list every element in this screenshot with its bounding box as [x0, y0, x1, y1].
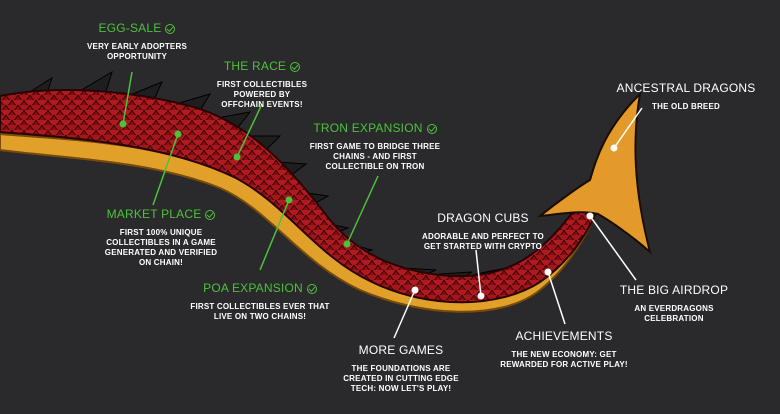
milestone-desc-line: GET STARTED WITH CRYPTO [423, 242, 543, 251]
milestone-desc-line: ADORABLE AND PERFECT TO [422, 232, 544, 241]
milestone-desc-line: FIRST 100% UNIQUE [119, 228, 203, 237]
milestone-tron-expansion: TRON EXPANSION FIRST GAME TO BRIDGE THRE… [300, 118, 450, 172]
milestone-title: THE BIG AIRDROP [619, 283, 729, 297]
milestone-title: ACHIEVEMENTS [515, 329, 613, 343]
check-circle-icon [205, 209, 216, 220]
milestone-title: EGG-SALE [98, 21, 162, 35]
milestone-title: POA EXPANSION [203, 281, 303, 295]
check-circle-icon [426, 123, 437, 134]
milestone-ancestral-dragons: ANCESTRAL DRAGONS THE OLD BREED [606, 78, 766, 112]
milestone-desc-line: ON CHAIN! [138, 258, 184, 267]
milestone-title: DRAGON CUBS [437, 211, 529, 225]
milestone-desc-line: REWARDED FOR ACTIVE PLAY! [500, 360, 628, 369]
milestone-desc-line: THE OLD BREED [652, 102, 720, 111]
milestone-title: MORE GAMES [358, 343, 444, 357]
milestone-desc-line: THE FOUNDATIONS ARE [351, 364, 451, 373]
milestone-desc-line: CREATED IN CUTTING EDGE [343, 374, 459, 383]
milestone-poa-expansion: POA EXPANSION FIRST COLLECTIBLES EVER TH… [180, 278, 340, 322]
check-circle-icon [306, 283, 317, 294]
dragon-tail-fin [536, 91, 652, 255]
milestone-desc-line: GENERATED AND VERIFIED [104, 248, 218, 257]
milestone-desc-line: VERY EARLY ADOPTERS [87, 42, 187, 51]
milestone-title: MARKET PLACE [106, 207, 202, 221]
milestone-desc-line: FIRST GAME TO BRIDGE THREE [309, 142, 441, 151]
milestone-desc-line: COLLECTIBLE ON TRON [325, 162, 425, 171]
milestone-desc-line: THE NEW ECONOMY: GET [511, 350, 617, 359]
milestone-desc-line: POWERED BY [233, 90, 291, 99]
milestone-desc-line: TECH: NOW LET'S PLAY! [350, 384, 452, 393]
milestone-desc-line: LIVE ON TWO CHAINS! [213, 312, 307, 321]
milestone-title: ANCESTRAL DRAGONS [616, 81, 756, 95]
milestone-desc-line: OPPORTUNITY [107, 52, 167, 61]
milestone-desc-line: AN EVERDRAGONS [634, 304, 714, 313]
milestone-title: THE RACE [223, 59, 287, 73]
milestone-desc-line: FIRST COLLECTIBLES EVER THAT [190, 302, 330, 311]
milestone-desc-line: FIRST COLLECTIBLES [216, 80, 308, 89]
milestone-desc-line: CHAINS - AND FIRST [333, 152, 417, 161]
milestone-desc-line: OFFCHAIN EVENTS! [221, 100, 303, 109]
milestone-markers [119, 120, 618, 300]
milestone-desc-line: COLLECTIBLES IN A GAME [106, 238, 216, 247]
milestone-desc-line: CELEBRATION [644, 314, 704, 323]
connector-lines [122, 71, 643, 339]
check-circle-icon [290, 61, 301, 72]
check-circle-icon [165, 23, 176, 34]
milestone-title: TRON EXPANSION [313, 121, 423, 135]
